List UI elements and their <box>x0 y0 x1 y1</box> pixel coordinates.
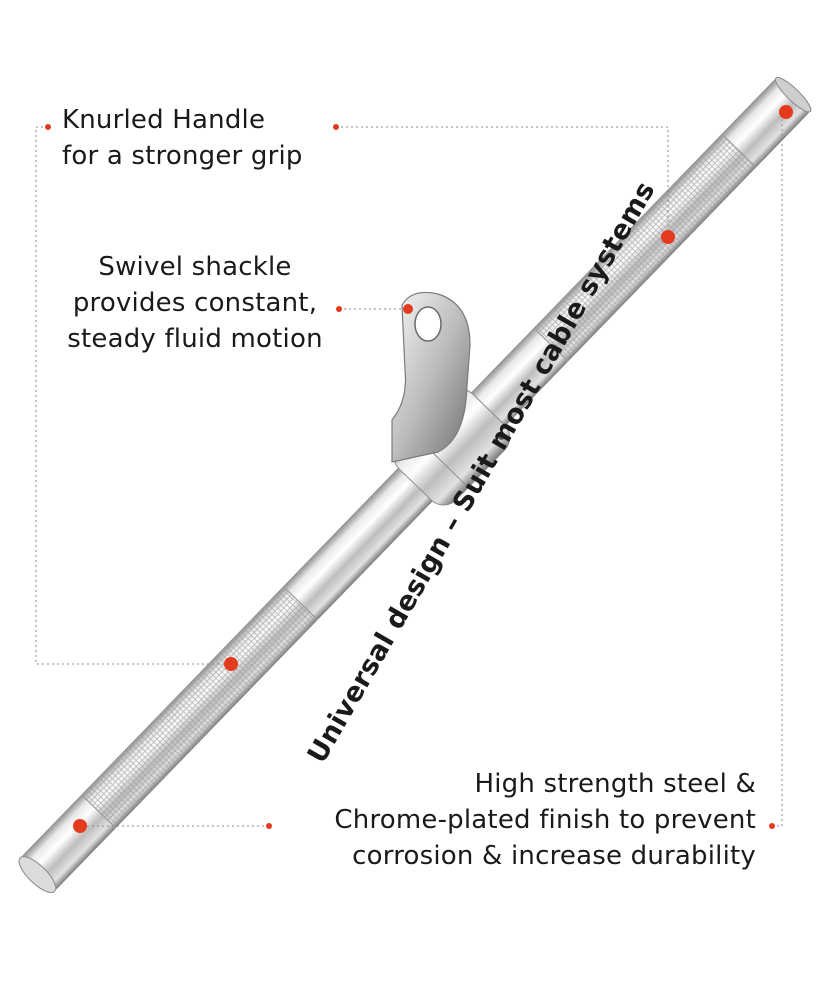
callout-line-3: steady fluid motion <box>67 324 323 354</box>
knurl-callout-line <box>336 126 669 237</box>
callout-dot <box>403 304 413 314</box>
callout-line-2: provides constant, <box>72 288 318 318</box>
callout-dot <box>224 657 238 671</box>
steel-finish-callout: High strength steel & Chrome-plated fini… <box>280 766 756 874</box>
knurled-handle-callout: Knurled Handle for a stronger grip <box>62 102 303 174</box>
callout-dot <box>73 819 87 833</box>
knurl-section-upper <box>533 133 757 362</box>
callout-dot <box>266 823 272 829</box>
callout-lines <box>35 112 783 827</box>
callout-dots <box>45 105 793 833</box>
knurl-section-lower <box>81 586 318 829</box>
steel-callout-line-right <box>772 112 783 827</box>
callout-line-2: for a stronger grip <box>62 141 303 171</box>
knurl-callout-line-left <box>35 126 231 665</box>
callout-line-1: Swivel shackle <box>98 252 292 282</box>
callout-line-1: Knurled Handle <box>62 105 266 135</box>
end-cap-upper <box>774 76 812 113</box>
callout-dot <box>661 230 675 244</box>
callout-dot <box>336 306 342 312</box>
callout-line-1: High strength steel & <box>474 769 756 799</box>
bar-handle <box>18 76 812 893</box>
callout-line-3: corrosion & increase durability <box>352 841 756 871</box>
callout-dot <box>779 105 793 119</box>
end-cap-lower <box>18 856 57 893</box>
callout-line-2: Chrome-plated finish to prevent <box>334 805 756 835</box>
callout-dot <box>333 124 339 130</box>
swivel-shackle-callout: Swivel shackle provides constant, steady… <box>50 249 340 357</box>
callout-dot <box>769 823 775 829</box>
callout-dot <box>45 124 51 130</box>
swivel-shackle <box>391 291 471 463</box>
